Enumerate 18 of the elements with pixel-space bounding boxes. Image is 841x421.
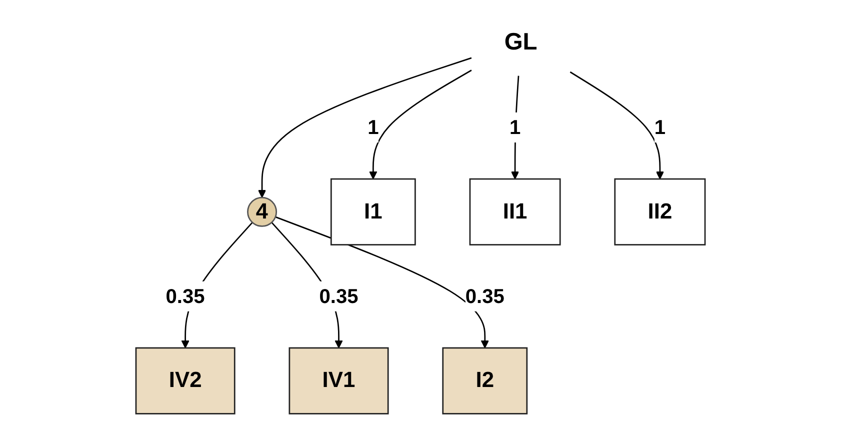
arrow xyxy=(258,57,472,198)
edge-label: 1 xyxy=(654,116,666,139)
node-box xyxy=(135,347,236,414)
arrow xyxy=(369,70,472,180)
node-circle xyxy=(247,196,278,227)
edge-label: 0.35 xyxy=(465,284,504,308)
node-box xyxy=(614,178,706,246)
edge-label: 1 xyxy=(509,116,521,139)
node-text: GL xyxy=(504,27,538,55)
node-box xyxy=(330,178,416,246)
edge-label: 0.35 xyxy=(166,284,205,308)
arrow xyxy=(275,216,489,348)
edge-label: 1 xyxy=(368,116,379,139)
node-box xyxy=(469,178,561,246)
edge-label: 0.35 xyxy=(319,284,358,308)
node-box xyxy=(442,347,528,414)
arrow xyxy=(570,71,664,180)
node-box xyxy=(288,347,389,414)
